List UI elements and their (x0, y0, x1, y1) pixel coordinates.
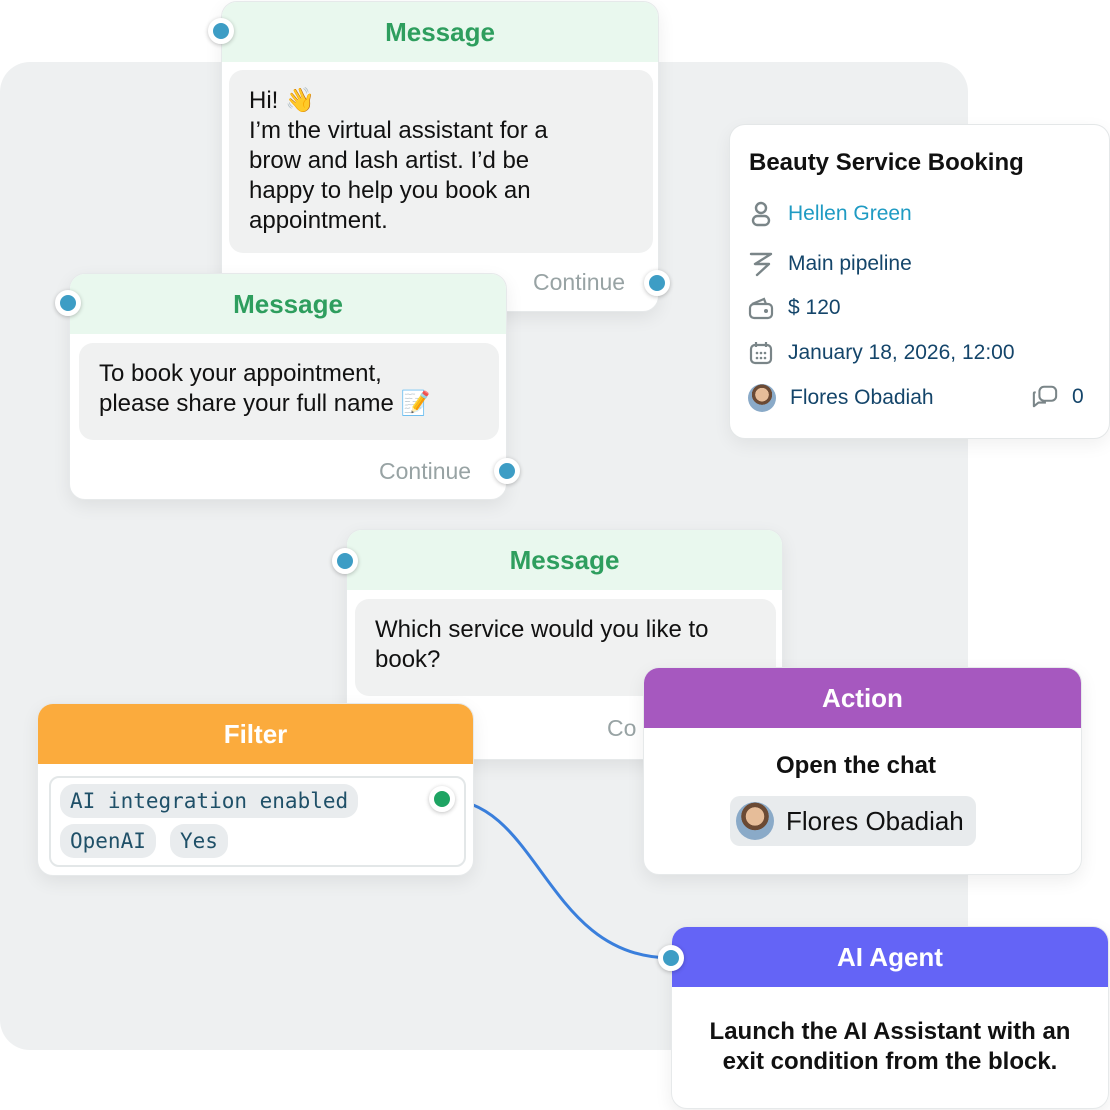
continue-label: Continue (379, 458, 472, 484)
deal-amount: $ 120 (788, 296, 841, 319)
deal-amount-row: $ 120 (748, 295, 841, 321)
action-node[interactable]: Action Open the chat Flores Obadiah (643, 667, 1082, 875)
filter-tag: Yes (170, 824, 228, 858)
deal-card[interactable]: Beauty Service Booking Hellen Green Main… (729, 124, 1110, 439)
message-node-1[interactable]: Message Hi! 👋 I’m the virtual assistant … (221, 1, 659, 312)
avatar (736, 802, 774, 840)
action-title: Open the chat (775, 752, 937, 779)
continue-output-port[interactable] (644, 270, 670, 296)
input-port[interactable] (208, 18, 234, 44)
ai-agent-description: Launch the AI Assistant with an exit con… (709, 1018, 1071, 1075)
manager-name: Flores Obadiah (790, 386, 934, 409)
message-text: Hi! 👋 I’m the virtual assistant for a br… (229, 70, 653, 253)
calendar-icon (748, 340, 774, 366)
action-person-name: Flores Obadiah (786, 805, 964, 836)
filter-condition-box[interactable]: AI integration enabled OpenAI Yes (49, 776, 466, 867)
deal-manager-row[interactable]: Flores Obadiah (748, 384, 934, 412)
filter-tag: OpenAI (60, 824, 156, 858)
deal-date-row: January 18, 2026, 12:00 (748, 340, 1015, 366)
user-icon (748, 201, 774, 227)
continue-label: Continue (533, 269, 626, 295)
action-person-chip[interactable]: Flores Obadiah (730, 796, 976, 846)
message-text: To book your appointment, please share y… (79, 343, 499, 440)
continue-output-port[interactable] (494, 458, 520, 484)
pipeline-name: Main pipeline (788, 252, 912, 275)
action-node-header: Action (644, 668, 1081, 728)
pipeline-icon (748, 251, 774, 277)
message-node-header: Message (222, 2, 658, 62)
input-port[interactable] (55, 290, 81, 316)
client-name: Hellen Green (788, 202, 912, 225)
ai-agent-input-port[interactable] (658, 945, 684, 971)
ai-agent-node-header: AI Agent (672, 927, 1108, 987)
comment-count: 0 (1072, 385, 1084, 408)
filter-node[interactable]: Filter AI integration enabled OpenAI Yes (37, 703, 474, 876)
deal-client-row[interactable]: Hellen Green (748, 201, 912, 227)
filter-tag: AI integration enabled (60, 784, 359, 818)
filter-output-port[interactable] (429, 786, 455, 812)
deal-pipeline-row: Main pipeline (748, 251, 912, 277)
message-node-header: Message (70, 274, 506, 334)
deal-title: Beauty Service Booking (749, 149, 1024, 176)
continue-label: Co (607, 715, 637, 741)
comment-icon (1032, 384, 1058, 410)
message-node-header: Message (347, 530, 782, 590)
input-port[interactable] (332, 548, 358, 574)
filter-node-header: Filter (38, 704, 473, 764)
ai-agent-node[interactable]: AI Agent Launch the AI Assistant with an… (671, 926, 1109, 1109)
wallet-icon (748, 295, 774, 321)
deal-comments[interactable]: 0 (1032, 384, 1084, 410)
deal-date: January 18, 2026, 12:00 (788, 341, 1015, 364)
message-node-2[interactable]: Message To book your appointment, please… (69, 273, 507, 500)
avatar (748, 384, 776, 412)
